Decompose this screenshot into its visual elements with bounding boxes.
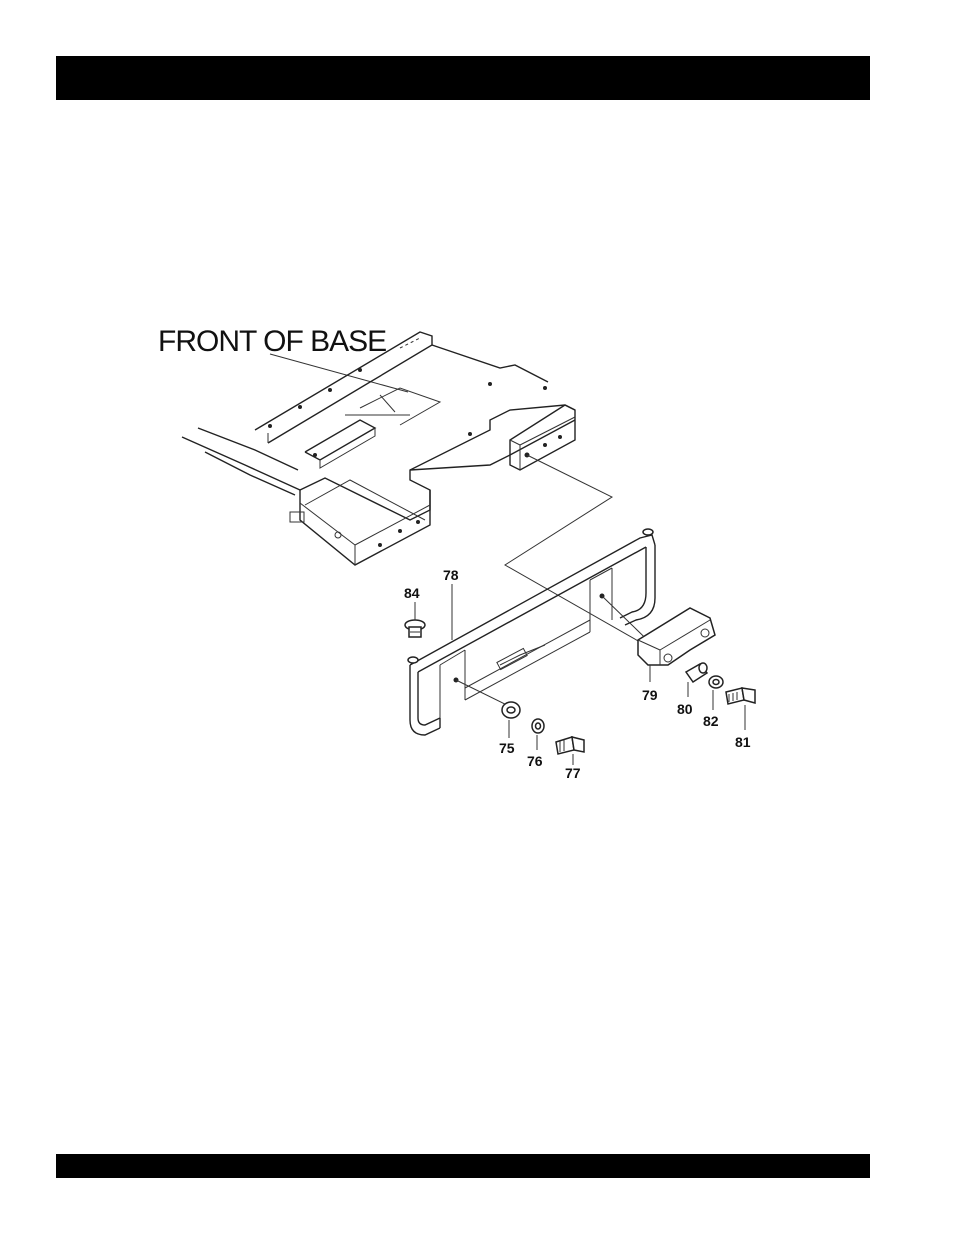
bumper-bar <box>408 529 655 735</box>
callout-78: 78 <box>443 567 459 583</box>
bolt-81-part <box>726 688 755 704</box>
callout-77: 77 <box>565 765 581 781</box>
callout-82: 82 <box>703 713 719 729</box>
bracket-part <box>638 608 715 665</box>
footer-bar <box>56 1154 870 1178</box>
callout-84: 84 <box>404 585 420 601</box>
washer-75-part <box>502 702 520 718</box>
knob-part <box>405 620 425 637</box>
callout-80: 80 <box>677 701 693 717</box>
base-frame <box>182 332 575 565</box>
bolt-77-part <box>556 737 584 754</box>
front-of-base-label: FRONT OF BASE <box>158 325 386 358</box>
washer-82-part <box>709 676 723 688</box>
callout-79: 79 <box>642 687 658 703</box>
front-of-base-leader <box>270 354 408 392</box>
callout-81: 81 <box>735 734 751 750</box>
callout-76: 76 <box>527 753 543 769</box>
spacer-part <box>686 663 707 682</box>
callout-75: 75 <box>499 740 515 756</box>
lock-washer-part <box>532 719 544 733</box>
